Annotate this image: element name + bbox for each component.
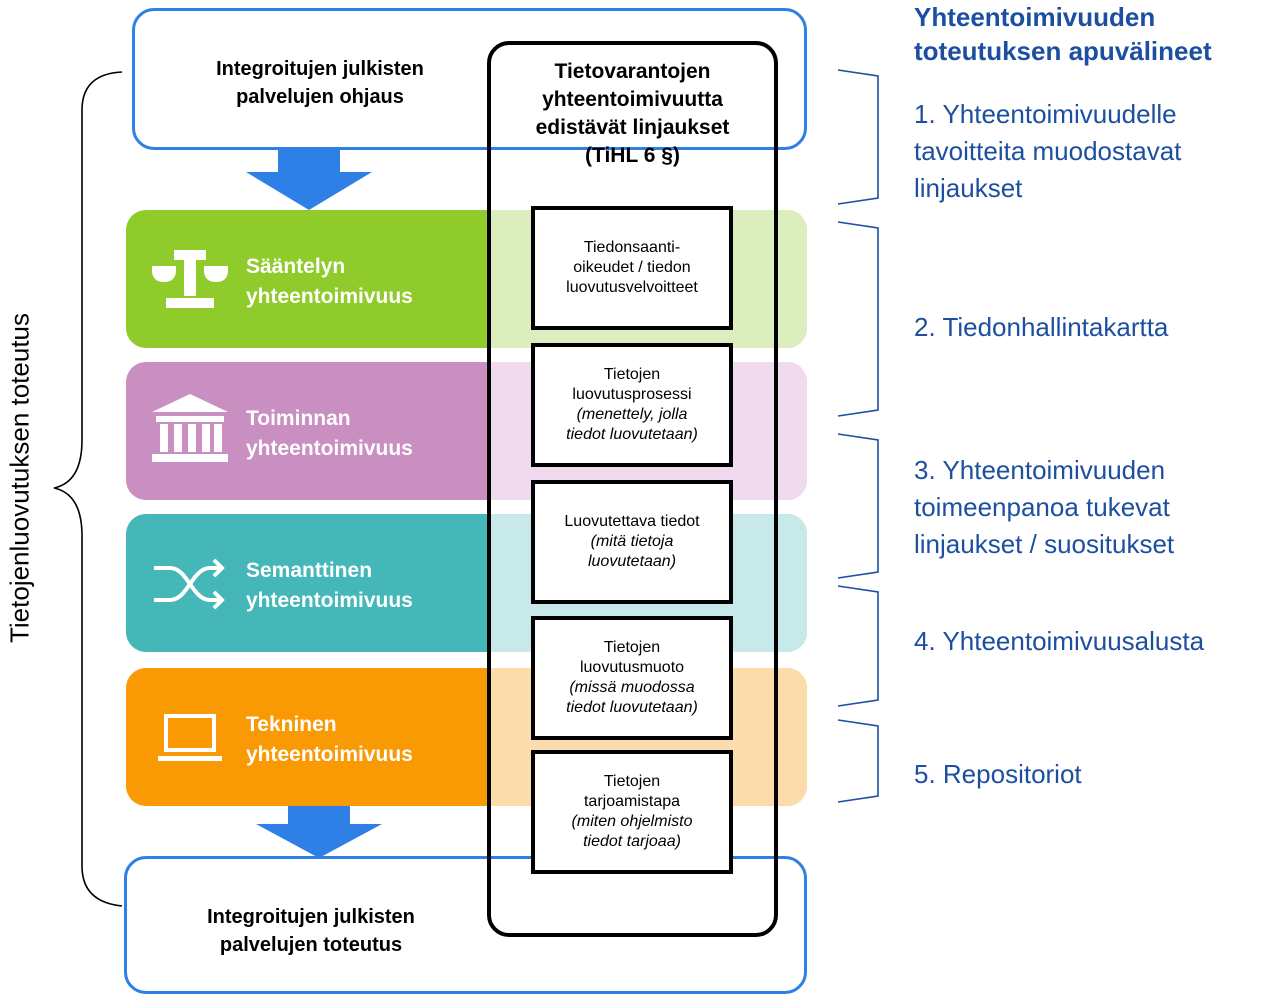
bottom-box: Integroitujen julkisten palvelujen toteu… <box>124 856 807 994</box>
top-box: Integroitujen julkisten palvelujen ohjau… <box>132 8 807 150</box>
layer-label: Toiminnan yhteentoimivuus <box>246 407 413 460</box>
left-brace <box>53 71 123 907</box>
center-box-note: (miten ohjelmisto tiedot tarjoaa) <box>571 813 693 850</box>
down-arrow-top <box>246 148 372 210</box>
center-box-note: (mitä tietoja luovutetaan) <box>587 533 677 570</box>
center-box-note: (missä muodossa tiedot luovutetaan) <box>566 679 698 716</box>
center-box: Tietojen luovutusmuoto (missä muodossa t… <box>531 616 733 740</box>
center-box: Tiedonsaanti- oikeudet / tiedon luovutus… <box>531 206 733 330</box>
center-box: Tietojen tarjoamistapa (miten ohjelmisto… <box>531 750 733 874</box>
down-arrow-bottom <box>256 800 382 858</box>
center-box-text: Tietojen luovutusprosessi <box>572 366 692 403</box>
center-column <box>487 41 778 937</box>
left-label: Tietojenluovutuksen toteutus <box>4 312 35 644</box>
bottom-box-text: Integroitujen julkisten palvelujen toteu… <box>207 906 415 956</box>
right-title: Yhteentoimivuuden toteutuksen apuvälinee… <box>914 2 1212 66</box>
right-item: 5. Repositoriot <box>914 759 1082 789</box>
right-item: 3. Yhteentoimivuuden toimeenpanoa tukeva… <box>914 455 1175 559</box>
laptop-icon <box>158 714 222 761</box>
layer-label: Tekninen yhteentoimivuus <box>246 713 413 766</box>
layer-label: Semanttinen yhteentoimivuus <box>246 559 413 612</box>
right-brackets <box>837 69 879 803</box>
top-box-text: Integroitujen julkisten palvelujen ohjau… <box>216 58 424 108</box>
institution-building-icon <box>152 394 228 462</box>
right-item: 2. Tiedonhallintakartta <box>914 312 1169 342</box>
center-box-note: (menettely, jolla tiedot luovutetaan) <box>566 406 698 443</box>
right-item: 4. Yhteentoimivuusalusta <box>914 626 1205 656</box>
center-title: Tietovarantojen yhteentoimivuutta edistä… <box>535 60 730 167</box>
center-box: Tietojen luovutusprosessi (menettely, jo… <box>531 343 733 467</box>
center-box-text: Tietojen luovutusmuoto <box>579 639 685 676</box>
center-box-text: Luovutettava tiedot <box>564 513 700 530</box>
center-box: Luovutettava tiedot (mitä tietoja luovut… <box>531 480 733 604</box>
layer-label: Sääntelyn yhteentoimivuus <box>246 255 413 308</box>
shuffle-arrows-icon <box>154 558 225 610</box>
right-item: 1. Yhteentoimivuudelle tavoitteita muodo… <box>914 99 1182 203</box>
center-box-text: Tietojen tarjoamistapa <box>583 773 681 810</box>
center-box-text: Tiedonsaanti- oikeudet / tiedon luovutus… <box>566 239 698 296</box>
scales-icon <box>152 250 228 308</box>
